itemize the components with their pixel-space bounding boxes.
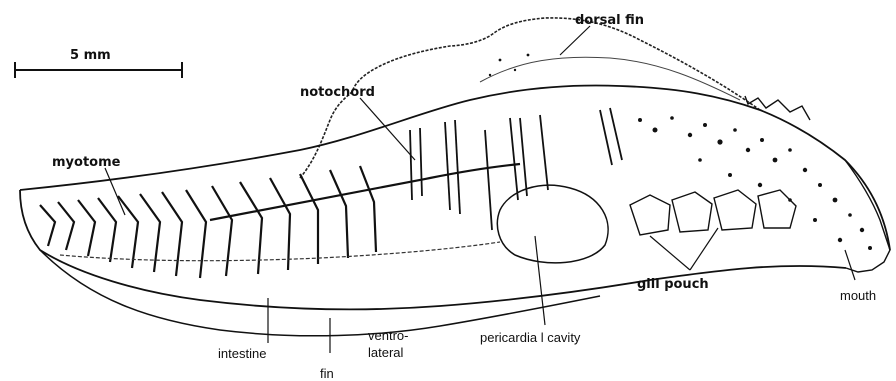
pericardial-cavity-outline [497, 185, 608, 263]
label-pericardial-cavity: pericardia l cavity [480, 330, 581, 345]
ventrolateral-fin-edge [40, 250, 600, 336]
label-ventrolateral-line1: ventro- [368, 328, 408, 343]
gill-pouches [630, 190, 796, 235]
label-myotome: myotome [52, 155, 121, 170]
label-mouth: mouth [840, 288, 876, 303]
leader-myotome [105, 168, 125, 215]
label-notochord: notochord [300, 85, 375, 100]
head-stipple [489, 54, 872, 250]
muscle-bands [410, 108, 622, 230]
leader-lines [105, 26, 855, 353]
leader-pericardial-cavity [535, 236, 545, 325]
leader-gill-pouch-b [650, 236, 690, 270]
label-fin: fin [320, 366, 334, 381]
head-outline [745, 96, 890, 272]
intestine [60, 242, 500, 261]
leader-mouth [845, 250, 855, 280]
label-gill-pouch: gill pouch [637, 277, 709, 292]
leader-gill-pouch-a [690, 228, 718, 270]
label-ventrolateral-line2: lateral [368, 345, 404, 360]
scale-bar-label: 5 mm [70, 48, 111, 63]
leader-notochord [360, 98, 415, 160]
label-dorsal-fin: dorsal fin [575, 13, 644, 28]
leader-dorsal-fin [560, 26, 590, 55]
notochord [210, 164, 520, 220]
scale-bar [15, 62, 182, 78]
label-intestine: intestine [218, 346, 266, 361]
body-dorsal-edge [20, 86, 890, 250]
